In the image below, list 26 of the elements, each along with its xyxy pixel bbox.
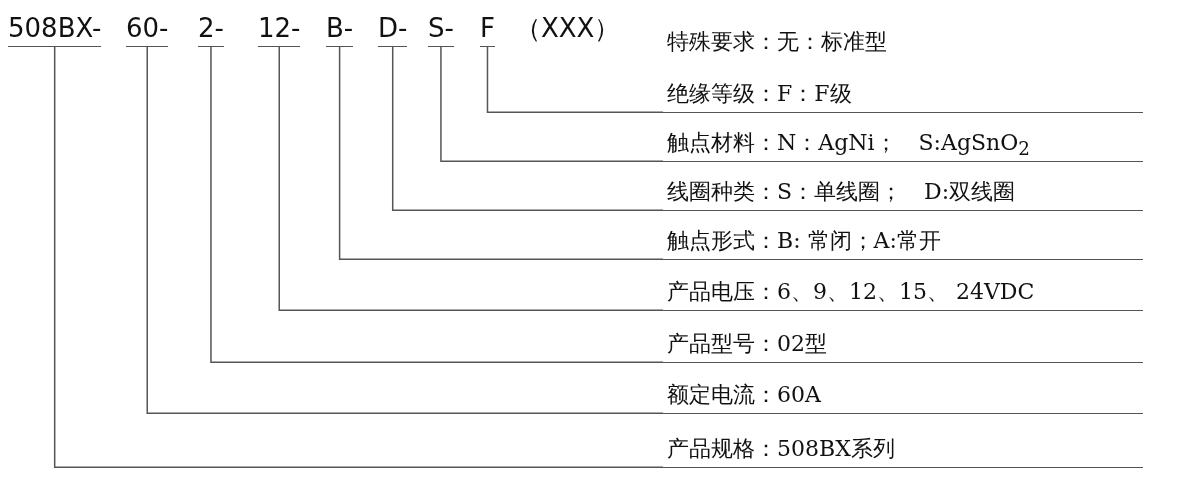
leader-line — [338, 46, 664, 260]
code-description: 触点材料：N：AgNi； S:AgSnO$_{2}$ — [663, 126, 1143, 162]
leader-line — [210, 46, 664, 363]
code-description: 产品电压：6、9、12、15、 24VDC — [663, 275, 1143, 311]
code-segment: 508BX- — [8, 10, 102, 47]
code-description: 产品规格：508BX系列 — [663, 432, 1143, 468]
option-note: 特殊要求：无：标准型 — [667, 28, 887, 56]
code-segment: 60- — [126, 10, 169, 47]
code-segment: 2- — [198, 10, 224, 47]
code-segment: 12- — [258, 10, 301, 47]
code-segment: D- — [378, 10, 408, 47]
code-description: 额定电流：60A — [663, 378, 1143, 414]
code-segment: S- — [428, 10, 454, 47]
code-segment: F — [480, 10, 495, 47]
leader-line — [53, 46, 664, 468]
code-description: 产品型号：02型 — [663, 327, 1143, 363]
code-description: 触点形式：B: 常闭；A:常开 — [663, 224, 1143, 260]
code-description: 绝缘等级：F：F级 — [663, 77, 1143, 113]
leader-line — [440, 46, 664, 162]
code-suffix: （XXX） — [515, 12, 621, 45]
leader-line — [486, 46, 664, 113]
code-description: 线圈种类：S：单线圈； D:双线圈 — [663, 175, 1143, 211]
leader-line — [278, 46, 664, 311]
leader-line — [146, 46, 664, 414]
leader-line — [391, 46, 664, 211]
code-segment: B- — [326, 10, 354, 47]
